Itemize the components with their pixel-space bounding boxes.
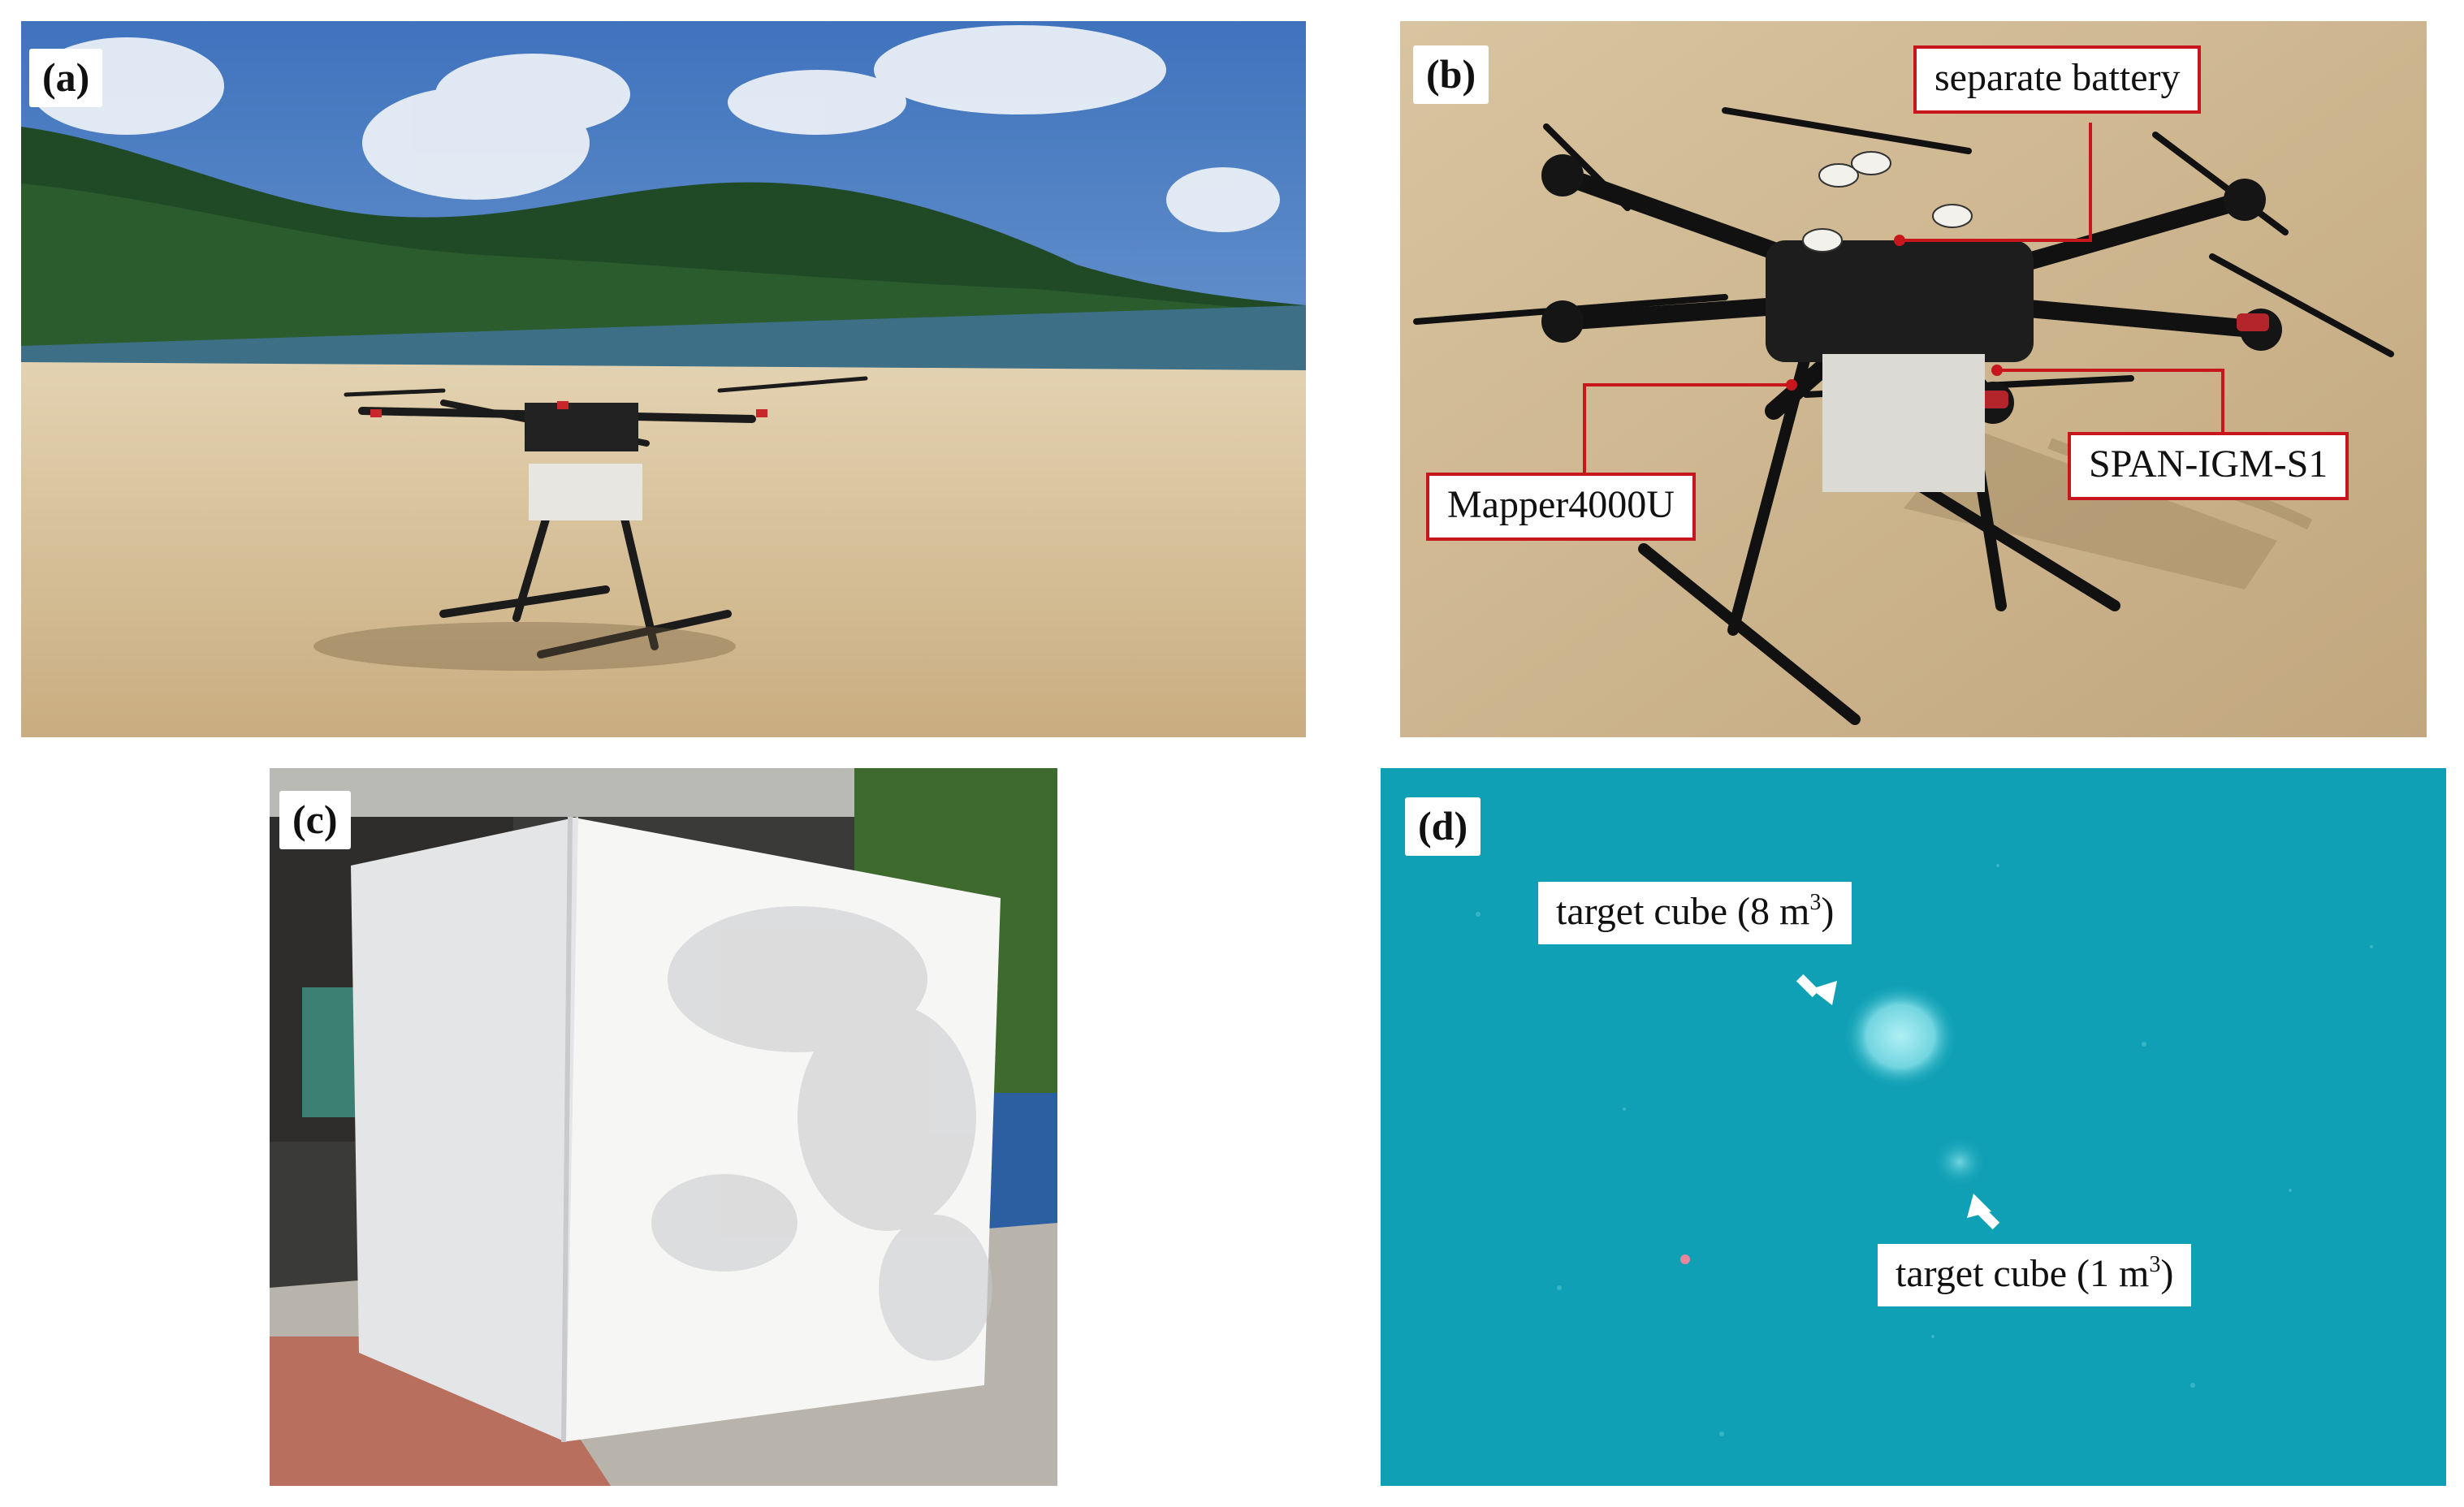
panel-d: (d) target cube (8 m3) target cube (1 m3… [1381,768,2446,1486]
target-cube-8-callout: target cube (8 m3) [1538,882,1852,944]
panel-a-label: (a) [29,49,103,107]
target-cube-8-text: target cube (8 m [1556,890,1810,933]
panel-b: (b) separate battery Mapper4000U SPAN-IG… [1400,21,2427,737]
target-cube-1-exponent: 3 [2149,1252,2161,1277]
panel-a-photo [21,21,1306,737]
panel-d-label: (d) [1405,797,1481,856]
mapper4000u-callout: Mapper4000U [1426,473,1696,541]
target-cube-1-callout: target cube (1 m3) [1878,1244,2192,1306]
panel-c-label: (c) [279,791,351,849]
target-cube-8-close: ) [1821,890,1835,933]
target-cube-8-exponent: 3 [1809,890,1822,915]
span-igm-s1-callout: SPAN-IGM-S1 [2068,432,2349,500]
panel-c: (c) [270,768,1057,1486]
target-cube-1-close: ) [2160,1252,2174,1295]
panel-c-photo [270,768,1057,1486]
panel-d-photo [1381,768,2446,1486]
separate-battery-callout: separate battery [1913,45,2202,114]
panel-b-label: (b) [1413,45,1489,104]
target-cube-1-text: target cube (1 m [1896,1252,2150,1295]
panel-a: (a) [21,21,1306,737]
panel-b-photo [1400,21,2427,737]
